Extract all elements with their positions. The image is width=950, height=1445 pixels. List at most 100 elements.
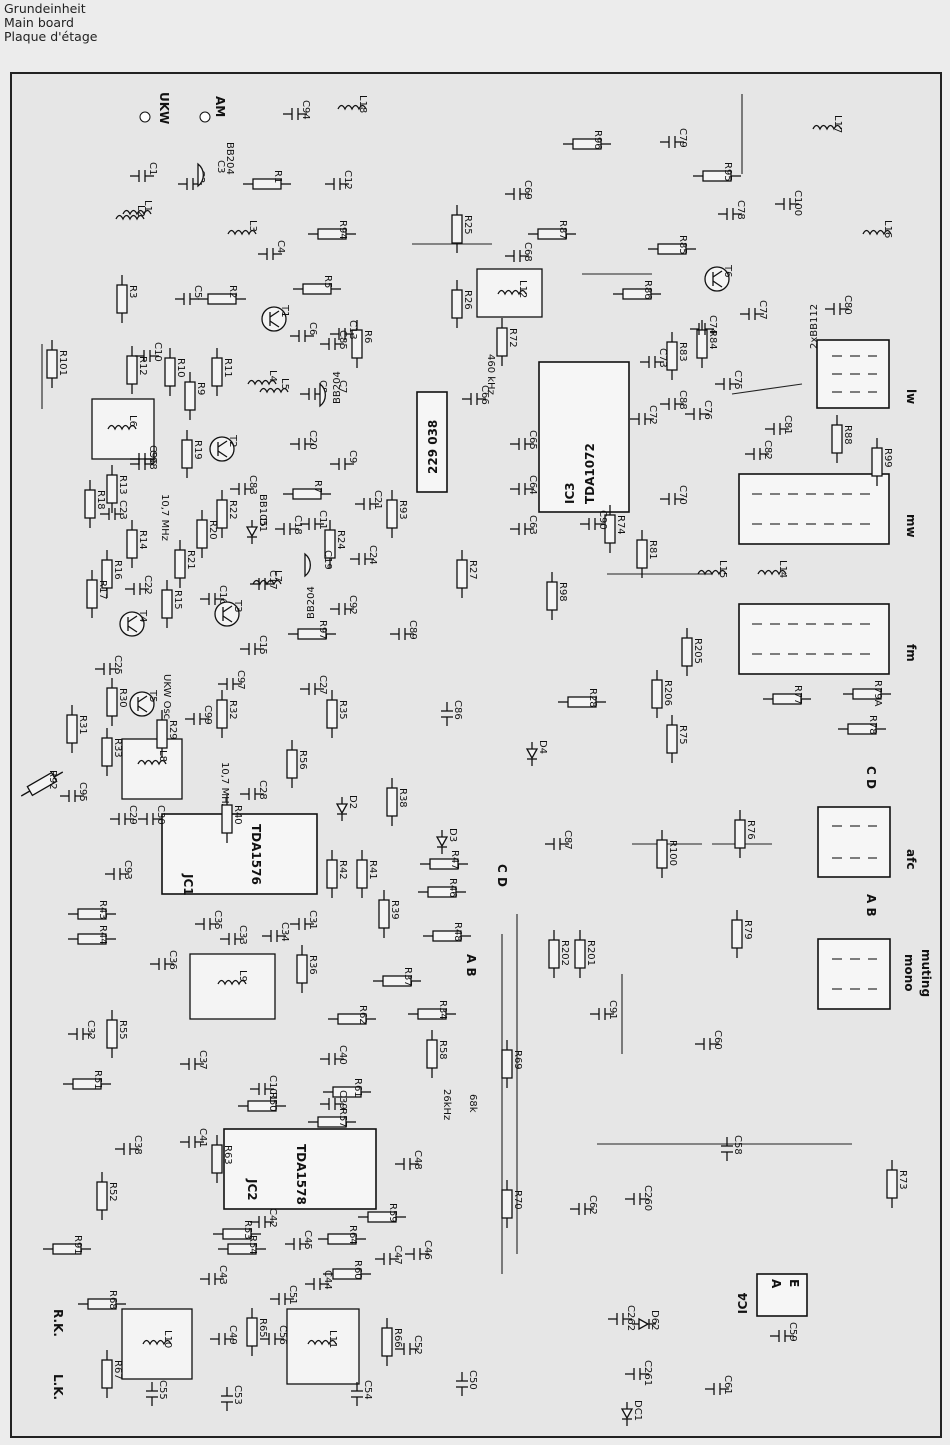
capacitor-c33 — [220, 933, 244, 945]
note-26khz: 26kHz — [441, 1089, 452, 1120]
resistor-r2 — [198, 293, 246, 305]
resistor-r27 — [456, 550, 468, 598]
label-r26: R26 — [462, 290, 473, 310]
label-r56: R56 — [297, 750, 308, 770]
label-c17: C17 — [267, 570, 278, 590]
resistor-r48 — [423, 930, 471, 942]
label-c92: C92 — [347, 595, 358, 615]
label-r43: R43 — [97, 900, 108, 920]
label-r14: R14 — [137, 530, 148, 550]
capacitor-c38 — [115, 1143, 139, 1155]
capacitor-c24 — [350, 553, 374, 565]
label-r59: R59 — [387, 1203, 398, 1223]
label-c7: C7 — [337, 380, 348, 393]
resistor-r21 — [174, 540, 186, 588]
capacitor-c92 — [330, 603, 354, 615]
resistor-r58 — [426, 1030, 438, 1078]
inductor-l11 — [307, 1339, 337, 1346]
diode-d2 — [335, 797, 349, 821]
resistor-r87 — [528, 228, 576, 240]
label-r51: R51 — [92, 1070, 103, 1090]
resistor-r205 — [681, 628, 693, 676]
capacitor-c65 — [510, 438, 534, 450]
label-c4: C4 — [275, 240, 286, 253]
label-c95: C95 — [77, 782, 88, 802]
label-r79a: R79A — [872, 680, 883, 707]
capacitor-c31 — [290, 918, 314, 930]
label-r21: R21 — [185, 550, 196, 570]
terminal-rk: R.K. — [51, 1309, 65, 1337]
resistor-r62 — [328, 1013, 376, 1025]
label-r58: R58 — [437, 1040, 448, 1060]
label-r62: R62 — [357, 1005, 368, 1025]
resistor-r32 — [216, 690, 228, 738]
label-c64: C64 — [527, 475, 538, 495]
label-r44: R44 — [97, 925, 108, 945]
diode-c19 — [304, 552, 311, 578]
jc2-ref: JC2 — [245, 1178, 259, 1201]
inductor-l8 — [137, 759, 167, 766]
label-l10: L10 — [162, 1330, 173, 1348]
capacitor-c43 — [200, 1273, 224, 1285]
label-c89: C89 — [407, 620, 418, 640]
circuit-board: IC3 TDA1072 JC1 TDA1576 JC2 TDA1578 IC4 … — [10, 72, 942, 1438]
label-r6: R6 — [362, 330, 373, 343]
label-c61: C61 — [722, 1375, 733, 1395]
terminal-ab-left: A B — [464, 954, 478, 977]
inductor-l18 — [337, 104, 367, 111]
label-c37: C37 — [197, 1050, 208, 1070]
label-l11: L11 — [327, 1330, 338, 1348]
label-c25: C25 — [112, 655, 123, 675]
label-c260: C260 — [642, 1185, 653, 1211]
label-r61: R61 — [352, 1078, 363, 1098]
label-d62: D62 — [649, 1310, 660, 1330]
resistor-r60 — [323, 1268, 371, 1280]
capacitor-c100 — [775, 198, 799, 210]
label-r95: R95 — [722, 162, 733, 182]
label-c51: C51 — [287, 1285, 298, 1305]
capacitor-c89 — [390, 628, 414, 640]
capacitor-c94 — [283, 108, 307, 120]
capacitor-c87 — [545, 838, 569, 850]
inductor-l17 — [812, 124, 842, 131]
capacitor-c56 — [260, 1333, 284, 1345]
label-r85: R85 — [677, 235, 688, 255]
label-c16: C16 — [217, 585, 228, 605]
resistor-r18 — [84, 480, 96, 528]
label-c24: C24 — [367, 545, 378, 565]
capacitor-c50 — [456, 1372, 468, 1396]
capacitor-c28 — [240, 788, 264, 800]
label-c100: C100 — [792, 190, 803, 216]
label-l12: L12 — [517, 280, 528, 298]
label-r41: R41 — [367, 860, 378, 880]
label-r40: R40 — [232, 805, 243, 825]
diode-d1 — [245, 520, 259, 544]
label-r92: R92 — [47, 770, 58, 790]
ic3-ref: IC3 — [563, 482, 577, 504]
label-c54: C54 — [362, 1380, 373, 1400]
label-r64: R64 — [347, 1225, 358, 1245]
label-c97: C97 — [235, 670, 246, 690]
label-r34: R34 — [437, 1000, 448, 1020]
resistor-r52 — [96, 1172, 108, 1220]
resistor-r93 — [386, 490, 398, 538]
resistor-r100 — [656, 830, 668, 878]
terminal-ab-right: A B — [864, 894, 878, 917]
label-r100: R100 — [667, 840, 678, 866]
note-bb204-c19: BB204 — [306, 586, 317, 619]
label-r83: R83 — [677, 342, 688, 362]
resistor-r50 — [238, 1100, 286, 1112]
label-r76: R76 — [745, 820, 756, 840]
capacitor-c58 — [721, 1137, 733, 1161]
resistor-r202 — [548, 930, 560, 978]
label-r28: R28 — [587, 688, 598, 708]
inductor-l14 — [757, 569, 787, 576]
label-r42: R42 — [337, 860, 348, 880]
inductor-l4 — [247, 379, 277, 386]
header-title-fr: Plaque d'étage — [4, 29, 98, 44]
label-r25: R25 — [462, 215, 473, 235]
capacitor-c10 — [135, 350, 159, 362]
capacitor-c262 — [608, 1313, 632, 1325]
label-c58: C58 — [732, 1135, 743, 1155]
capacitor-c21 — [355, 498, 379, 510]
